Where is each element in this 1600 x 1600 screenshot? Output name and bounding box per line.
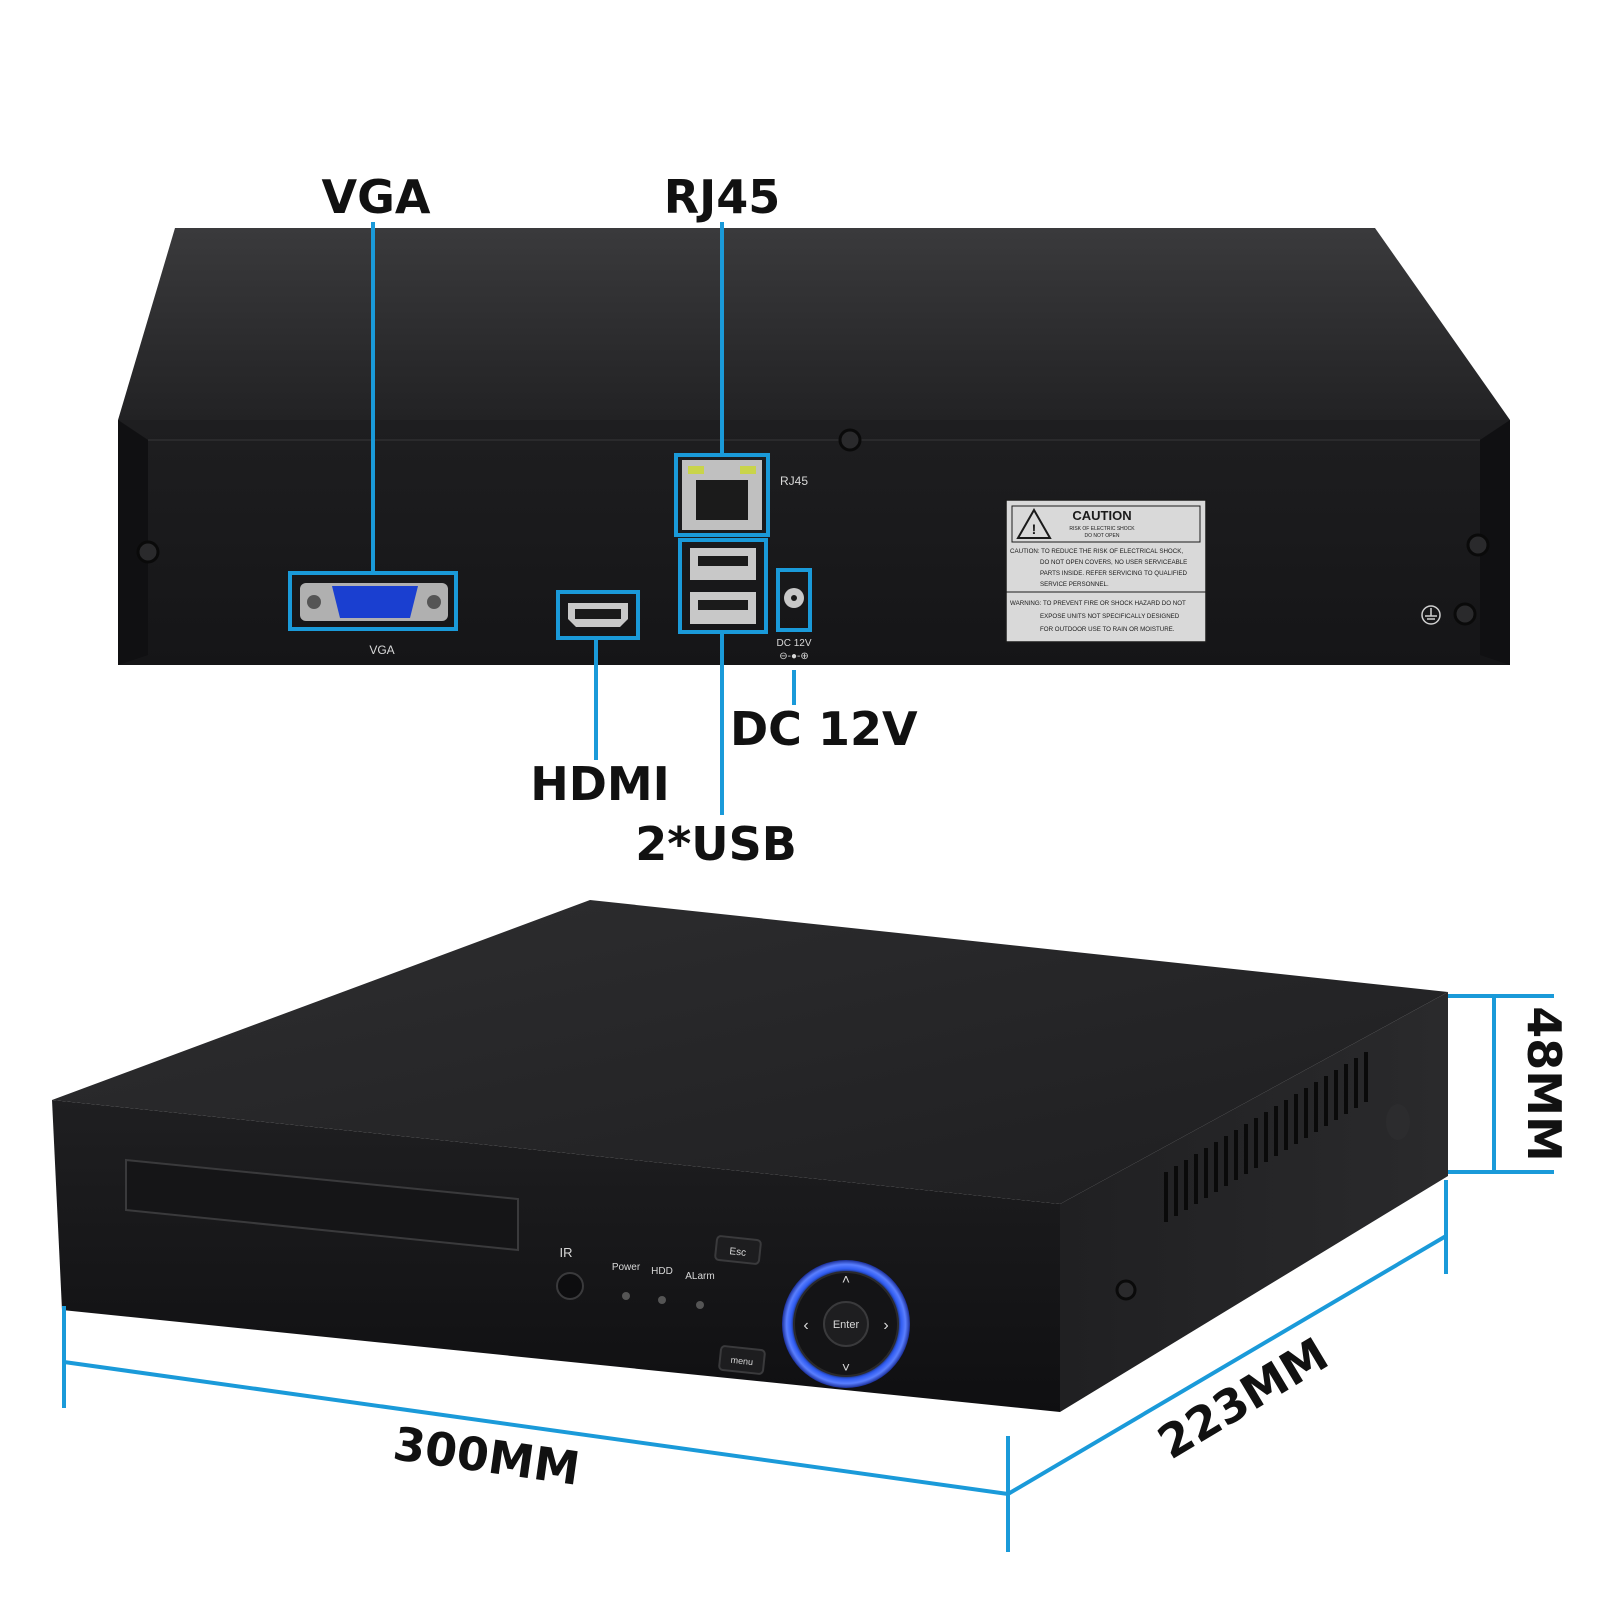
rj45-callout: RJ45 <box>664 170 781 224</box>
caution-title: CAUTION <box>1072 508 1131 523</box>
vga-connector-icon <box>332 586 418 618</box>
alarm-led-label: ALarm <box>685 1271 714 1282</box>
height-dimension-label: 48MM <box>1517 1006 1571 1162</box>
side-foot <box>1386 1104 1410 1140</box>
screw-icon <box>136 540 160 564</box>
svg-text:!: ! <box>1032 521 1037 537</box>
ir-label: IR <box>560 1245 573 1260</box>
caution-line: EXPOSE UNITS NOT SPECIFICALLY DESIGNED <box>1040 613 1180 620</box>
screw-icon <box>1115 1279 1137 1301</box>
power-led <box>622 1292 630 1300</box>
caution-line: WARNING: TO PREVENT FIRE OR SHOCK HAZARD… <box>1010 600 1186 607</box>
rj45-port: RJ45 <box>674 453 808 537</box>
nav-left-icon[interactable]: ‹ <box>803 1317 808 1334</box>
caution-line: DO NOT OPEN COVERS, NO USER SERVICEABLE <box>1040 559 1187 566</box>
esc-button[interactable] <box>714 1235 762 1265</box>
screw-icon <box>1453 602 1477 626</box>
width-dimension-label: 300MM <box>390 1416 583 1496</box>
ir-sensor <box>556 1272 584 1300</box>
enter-button[interactable] <box>823 1301 869 1347</box>
callout-leaders <box>371 222 796 815</box>
navigation-ring[interactable]: Enter ˄ ˅ ‹ › <box>782 1260 910 1388</box>
vga-panel-label: VGA <box>369 643 394 657</box>
dc-panel-label: DC 12V <box>776 638 811 649</box>
menu-button[interactable] <box>718 1345 766 1375</box>
screw-icon <box>1466 533 1490 557</box>
caution-line: CAUTION: TO REDUCE THE RISK OF ELECTRICA… <box>1010 548 1183 555</box>
caution-line: PARTS INSIDE. REFER SERVICING TO QUALIFI… <box>1040 570 1187 577</box>
dc-callout: DC 12V <box>730 702 918 756</box>
tray-slot <box>125 1158 519 1252</box>
power-led-label: Power <box>612 1262 641 1273</box>
dc-polarity-label: ⊖-●-⊕ <box>779 651 808 662</box>
hdmi-callout: HDMI <box>530 757 670 811</box>
alarm-led <box>696 1301 704 1309</box>
front-device: IR Power HDD ALarm Esc menu Enter ˄ ˅ ‹ … <box>52 900 1448 1412</box>
caution-sub-1: RISK OF ELECTRIC SHOCK <box>1069 526 1135 532</box>
nav-down-icon[interactable]: ˅ <box>842 1359 850 1375</box>
width-dimension-line <box>63 1360 1009 1496</box>
esc-button-label: Esc <box>729 1246 747 1259</box>
front-device-top <box>52 900 1448 1204</box>
rear-right-flange <box>1480 420 1510 665</box>
caution-sub-2: DO NOT OPEN <box>1085 533 1120 539</box>
nav-up-icon[interactable]: ˄ <box>842 1271 850 1287</box>
usb-ports <box>678 538 768 634</box>
caution-line: FOR OUTDOOR USE TO RAIN OR MOISTURE. <box>1040 626 1175 633</box>
dc-highlight-box <box>776 568 812 632</box>
rear-device-top <box>118 228 1510 420</box>
caution-line: SERVICE PERSONNEL. <box>1040 581 1109 588</box>
depth-dimension-label: 223MM <box>1149 1327 1338 1470</box>
menu-button-label: menu <box>730 1355 753 1367</box>
side-vents <box>1164 1052 1368 1222</box>
vga-callout: VGA <box>322 170 431 224</box>
rj45-panel-label: RJ45 <box>780 474 808 488</box>
nav-right-icon[interactable]: › <box>883 1317 888 1334</box>
depth-dimension-line <box>1006 1234 1448 1496</box>
warning-icon <box>1016 507 1052 539</box>
caution-label: ! CAUTION RISK OF ELECTRIC SHOCK DO NOT … <box>1005 499 1207 643</box>
dc-port: DC 12V ⊖-●-⊕ <box>776 568 812 662</box>
rear-left-flange <box>118 420 148 665</box>
hdd-led <box>658 1296 666 1304</box>
screw-icon <box>838 428 862 452</box>
usb-callout: 2*USB <box>635 817 797 871</box>
front-device-side <box>1060 992 1448 1412</box>
ethernet-icon <box>696 480 748 520</box>
rear-device: VGA RJ45 DC <box>118 228 1510 665</box>
enter-button-label: Enter <box>833 1319 860 1331</box>
ground-icon <box>1421 605 1441 625</box>
dimension-lines <box>62 994 1554 1552</box>
hdd-led-label: HDD <box>651 1266 673 1277</box>
